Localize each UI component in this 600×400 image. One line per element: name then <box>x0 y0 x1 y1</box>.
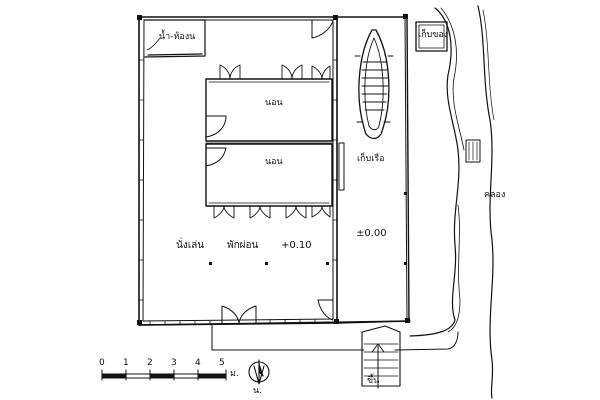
scale-tick-5: 5 <box>219 358 225 368</box>
label-bedroom-lower: นอน <box>265 157 283 167</box>
house-walls <box>138 16 338 326</box>
scale-bar <box>101 369 227 381</box>
boat-shape <box>354 29 394 140</box>
label-boat-storage: เก็บเรือ <box>357 154 385 164</box>
boat-shed-walls <box>138 13 411 326</box>
label-bathroom: น้ำ-ห้องน <box>159 32 196 42</box>
window-swings-lower <box>213 205 331 219</box>
stair <box>361 325 401 389</box>
north-label: น. <box>253 386 263 396</box>
wall-hatch <box>138 59 338 326</box>
scale-tick-1: 1 <box>123 358 129 368</box>
entry-door-top <box>311 19 334 39</box>
scale-tick-3: 3 <box>171 358 177 368</box>
label-storage: เก็บของ <box>418 30 449 40</box>
scale-tick-2: 2 <box>147 358 153 368</box>
north-arrow-icon <box>248 359 270 385</box>
side-door <box>317 299 334 321</box>
bathroom-box <box>143 19 206 58</box>
label-canal: คลอง <box>484 190 506 200</box>
column-dots <box>209 192 407 265</box>
boat-shed-partition <box>338 142 345 191</box>
canal-bank <box>409 5 495 399</box>
walkway <box>211 324 459 351</box>
label-level-house: +0.10 <box>281 240 312 251</box>
bedroom-lower-walls <box>205 143 333 207</box>
storage-box <box>415 21 448 52</box>
bedroom-upper-walls <box>205 78 333 144</box>
label-bedroom-upper: นอน <box>265 98 283 108</box>
scale-tick-4: 4 <box>195 358 201 368</box>
scale-tick-0: 0 <box>99 358 105 368</box>
label-living: นั่งเล่น <box>176 240 205 251</box>
wall-posts <box>137 14 410 325</box>
label-level-boat: ±0.00 <box>356 228 387 239</box>
pier-post <box>465 139 481 163</box>
entry-door-bottom <box>221 305 257 324</box>
window-swings-upper <box>219 64 331 80</box>
scale-unit: ม. <box>230 369 239 379</box>
label-stair-up: ขึ้น <box>367 376 380 386</box>
label-sleeping-area: พักผ่อน <box>227 240 259 251</box>
bedroom-doors <box>205 115 227 167</box>
